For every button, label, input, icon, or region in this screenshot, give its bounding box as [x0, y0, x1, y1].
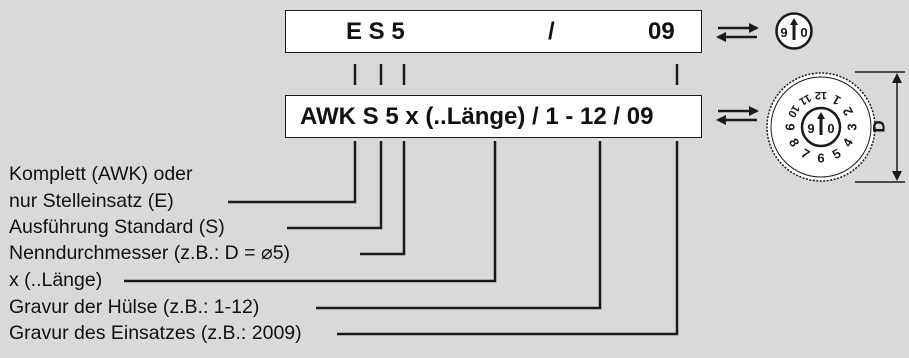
dial-number-10: 10 [785, 103, 802, 120]
label-version: Ausführung Standard (S) [9, 216, 225, 238]
label-complete-line2: nur Stelleinsatz (E) [9, 190, 174, 212]
leader-sleeve [316, 141, 602, 310]
top-code-box: E S 5 / 09 [285, 10, 702, 53]
leader-version [287, 141, 383, 230]
top-code-slash: / [548, 17, 555, 45]
leader-diameter [360, 141, 406, 256]
top-code-year: 09 [648, 17, 675, 45]
bottom-code-text: AWK S 5 x (..Länge) / 1 - 12 / 09 [300, 102, 654, 130]
arrowhead-bottom-left [716, 115, 726, 125]
label-insert-engraving: Gravur des Einsatzes (z.B.: 2009) [9, 322, 302, 344]
dial-insert-digit-right: 0 [827, 121, 834, 136]
dim-arrow-bottom [892, 171, 902, 181]
dial-number-12: 12 [815, 89, 827, 101]
arrowhead-top-left [716, 32, 726, 42]
dial-number-3: 3 [844, 123, 859, 130]
label-sleeve-engraving: Gravur der Hülse (z.B.: 1-12) [9, 296, 260, 318]
arrowhead-bottom-right [749, 106, 759, 116]
insert-symbol-icon: 9 0 [775, 12, 813, 50]
label-length: x (..Länge) [9, 269, 103, 291]
dial-insert-digit-left: 9 [807, 121, 814, 136]
dimension-label: D [869, 120, 889, 133]
insert-digit-right: 0 [800, 25, 807, 40]
leader-complete [228, 141, 357, 204]
insert-digit-left: 9 [780, 25, 787, 40]
top-code-prefix: E S 5 [346, 17, 405, 45]
bottom-code-box: AWK S 5 x (..Länge) / 1 - 12 / 09 [285, 95, 702, 138]
arrowhead-top-right [749, 23, 759, 33]
label-diameter: Nenndurchmesser (z.B.: D = ⌀5) [9, 242, 291, 264]
dim-arrow-top [892, 73, 902, 83]
leader-length [124, 141, 497, 283]
dial-number-9: 9 [783, 123, 798, 130]
dial-number-6: 6 [817, 150, 824, 165]
dial-number-11: 11 [797, 91, 813, 107]
leader-insert [337, 141, 679, 336]
label-complete-line1: Komplett (AWK) oder [9, 163, 193, 185]
